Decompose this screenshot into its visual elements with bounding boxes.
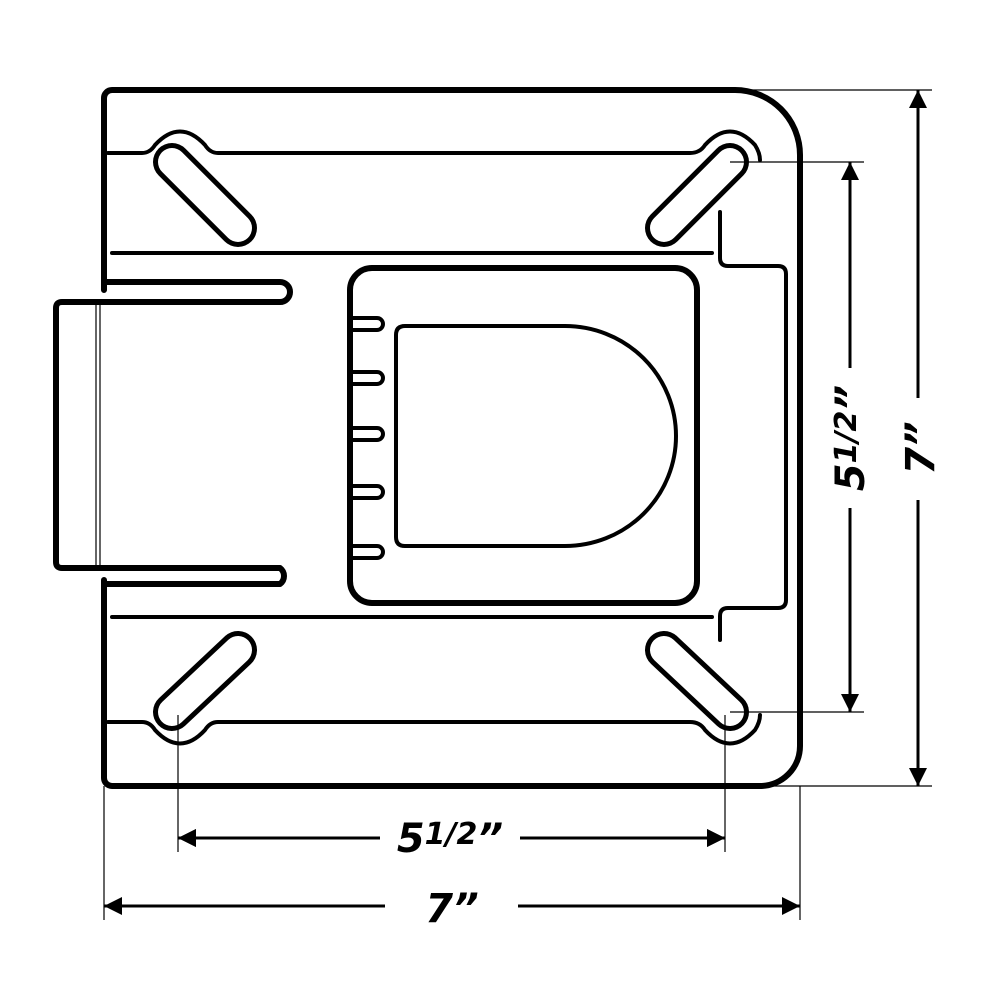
- left-tab-inner-line: [95, 305, 101, 565]
- dim-label-right-outer: 7”: [898, 421, 944, 475]
- center-ticks: [351, 316, 385, 560]
- slot-top-right: [645, 143, 749, 247]
- top-band-line: [106, 129, 762, 162]
- bottom-band-line: [106, 713, 762, 746]
- dim-label-bottom-outer: 7”: [425, 886, 479, 932]
- left-tab: [53, 250, 293, 620]
- plate-outline: [101, 87, 803, 789]
- mounting-slots: [153, 143, 749, 731]
- dim-label-right-inner: 51/2”: [828, 385, 874, 491]
- slot-bottom-right: [645, 631, 749, 731]
- d-shaped-cutout: [394, 324, 678, 548]
- slot-bottom-left: [153, 631, 257, 731]
- dim-label-bottom-inner: 51/2”: [397, 816, 503, 862]
- center-recess: [347, 265, 700, 606]
- slot-top-left: [153, 143, 257, 247]
- right-step: [718, 210, 788, 642]
